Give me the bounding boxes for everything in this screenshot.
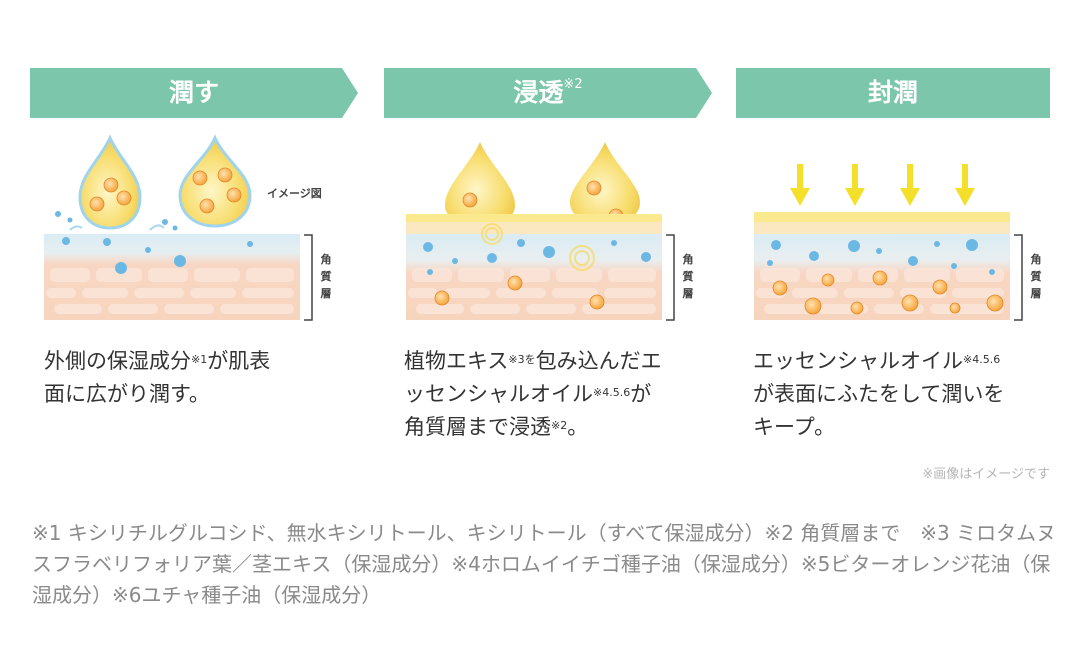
step-title-3: 封潤 bbox=[867, 78, 918, 107]
step-header-2: 浸透※2 bbox=[384, 68, 712, 118]
step-title-2: 浸透※2 bbox=[513, 77, 583, 107]
layer-label: 角 質 層 bbox=[682, 253, 694, 300]
image-note: ※画像はイメージです bbox=[922, 467, 1050, 482]
arrow-banner bbox=[384, 68, 712, 118]
step-description-1: 外側の保湿成分※1が肌表面に広がり潤す。 bbox=[44, 349, 271, 406]
illustration-penetrate: 角 質 層 bbox=[400, 130, 700, 330]
layer-bracket bbox=[1014, 234, 1023, 321]
arrow-banner bbox=[30, 68, 358, 118]
step-description-2: 植物エキス※3を包み込んだエッセンシャルオイル※4.5.6が角質層まで浸透※2。 bbox=[404, 349, 662, 439]
down-arrow-icon bbox=[790, 164, 975, 206]
step-header-3: 封潤 bbox=[736, 68, 1050, 118]
footnote: ※1 キシリチルグルコシド、無水キシリトール、キシリトール（すべて保湿成分）※2… bbox=[32, 521, 1057, 607]
step-header-1: 潤す bbox=[30, 68, 358, 118]
layer-label: 角 質 層 bbox=[320, 253, 332, 300]
layer-bracket bbox=[666, 234, 675, 321]
illustration-moisturize: 角 質 層 イメージ図 bbox=[40, 130, 340, 330]
step-title-1: 潤す bbox=[168, 78, 219, 107]
layer-label: 角 質 層 bbox=[1030, 253, 1042, 300]
illustration-seal: 角 質 層 bbox=[750, 130, 1050, 330]
skin-diagram bbox=[406, 142, 662, 320]
header-banner bbox=[736, 68, 1050, 118]
image-label: イメージ図 bbox=[267, 187, 322, 200]
layer-bracket bbox=[304, 234, 313, 321]
skin-diagram bbox=[44, 134, 300, 320]
skin-diagram bbox=[754, 164, 1010, 320]
